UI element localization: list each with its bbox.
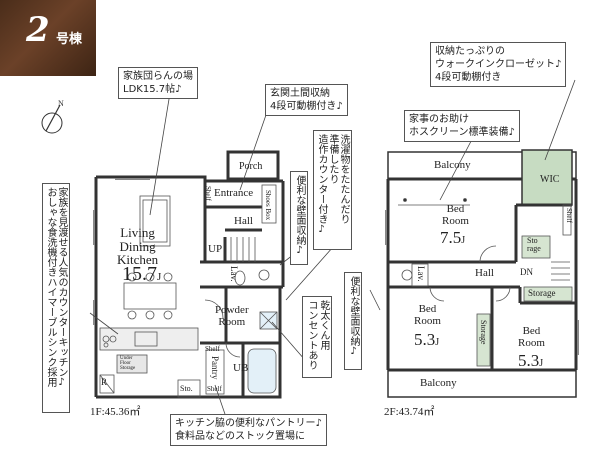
storage-vertical-label: Storage (479, 320, 488, 345)
under-floor-storage-label: Under Floor Storage (120, 356, 136, 371)
callout-wic: 収納たっぷりの ウォークインクローゼット♪ 4段可動棚付き (430, 42, 567, 87)
lav-label-1f: Lav. (229, 266, 239, 282)
wic-label: WIC (540, 174, 560, 185)
building-number-badge (0, 0, 96, 76)
sto-label-1f: Sto. (180, 384, 193, 393)
bedroom1-size: 7.5J (440, 228, 466, 247)
shelf-label-2f: Shelf (565, 208, 573, 223)
callout-laundry-counter: 洗濯物をたたんだり 準備したり 造作カウンター付き♪ (313, 130, 352, 250)
north-compass-icon: N (41, 99, 64, 134)
building-suffix: 号棟 (56, 32, 83, 47)
bedroom1-label: Bed Room (442, 203, 469, 227)
building-number: 2 (26, 10, 50, 50)
stairs-up-label: UP (208, 243, 223, 255)
callout-pantry: キッチン脇の便利なパントリー♪ 食料品などのストック置場に (170, 414, 327, 446)
storage-right-label: Storage (528, 288, 556, 298)
floor2-plan (386, 149, 578, 398)
porch-label: Porch (239, 161, 263, 172)
callout-wall-storage-2f: 便利な壁面収納♪ (344, 272, 362, 370)
lav-label-2f: Lav. (416, 266, 426, 282)
powder-room-label: Powder Room (215, 304, 249, 328)
shoes-box-label: Shoes Box (264, 190, 272, 221)
bedroom3-label: Bed Room (518, 325, 545, 349)
entrance-label: Entrance (214, 187, 254, 199)
storage-small-label: Sto rage (527, 236, 541, 253)
balcony-bottom-label: Balcony (420, 377, 457, 389)
callout-outlet: 乾太くん用 コンセントあり (302, 296, 332, 378)
shelf-entrance-label: Shelf (204, 186, 212, 201)
callout-screen: 家事のお助け ホスクリーン標準装備♪ (404, 110, 520, 142)
bedroom2-label: Bed Room (414, 303, 441, 327)
callout-kitchen: 家族を見渡せる人気のカウンターキッチン♪ おしゃな食洗機付きハイマーブルシンク採… (42, 183, 70, 413)
svg-text:N: N (58, 99, 64, 108)
callout-entrance-storage: 玄関土間収納 4段可動棚付き♪ (265, 84, 348, 116)
bedroom2-size: 5.3J (414, 330, 440, 349)
stairs-down-label: DN (520, 267, 533, 277)
callout-wall-storage-1f: 便利な壁面収納♪ (290, 171, 308, 265)
pantry-label: Pantry (210, 356, 220, 380)
bedroom3-size: 5.3J (518, 351, 544, 370)
callout-ldk: 家族団らんの場 LDK15.7帖♪ (118, 67, 198, 99)
balcony-top-label: Balcony (434, 159, 471, 171)
unit-bath-label: UB (233, 362, 249, 374)
floor2-area: 2F:43.74㎡ (384, 406, 435, 418)
ldk-size: 15.7J (122, 263, 162, 285)
floor1-area: 1F:45.36㎡ (90, 406, 141, 418)
shelf-label-a: Shelf (205, 345, 220, 353)
hall-label-2f: Hall (475, 267, 494, 279)
shelf-label-b: Shelf (207, 385, 222, 393)
ldk-label: Living Dining Kitchen (117, 225, 159, 268)
refrigerator-label: R (101, 377, 108, 387)
hall-label-1f: Hall (234, 215, 253, 227)
